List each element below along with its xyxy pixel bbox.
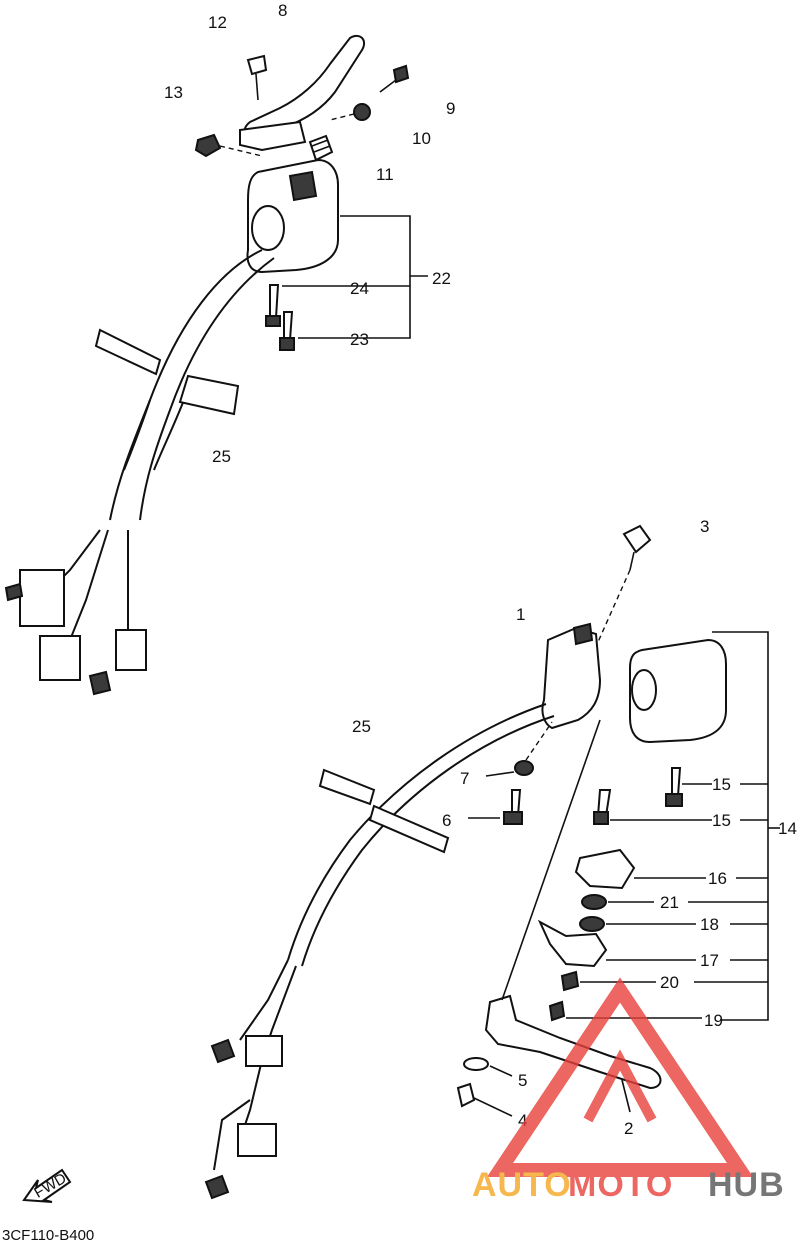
connector-upper-2 — [39, 635, 81, 681]
nut-part-10 — [353, 103, 371, 121]
connector-lower-2 — [237, 1123, 277, 1157]
callout-11: 11 — [376, 165, 394, 184]
diagram-code: 3CF110-B400 — [2, 1227, 94, 1244]
callout-15a: 15 — [712, 775, 731, 794]
callout-12: 12 — [208, 13, 227, 32]
lever-pin-part — [246, 54, 268, 76]
fwd-arrow-icon — [22, 1168, 72, 1203]
part-17 — [537, 919, 608, 968]
brake-lever-part — [243, 34, 366, 137]
part-5 — [463, 1057, 489, 1071]
watermark-text-hub: HUB — [708, 1166, 785, 1204]
callout-7: 7 — [460, 769, 469, 788]
callout-20: 20 — [660, 973, 679, 992]
cable-tie-upper — [94, 328, 162, 376]
callout-8: 8 — [278, 1, 287, 20]
callout-14: 14 — [778, 819, 797, 838]
washer-part-7 — [514, 760, 534, 776]
bolt-part-9 — [392, 64, 410, 84]
washer-part-21 — [581, 894, 607, 910]
callout-15b: 15 — [712, 811, 731, 830]
watermark-logo: AUTO MOTO HUB — [472, 977, 785, 1204]
callout-19: 19 — [704, 1011, 723, 1030]
callout-25-upper: 25 — [212, 447, 231, 466]
connector-lower-1 — [245, 1035, 283, 1067]
callout-9: 9 — [446, 99, 455, 118]
callout-5: 5 — [518, 1071, 527, 1090]
screw-part-15a — [671, 767, 682, 797]
callout-25-lower: 25 — [352, 717, 371, 736]
screw-part-24 — [269, 284, 280, 319]
part-4 — [456, 1082, 476, 1108]
connector-upper-3 — [115, 629, 147, 671]
callout-18: 18 — [700, 915, 719, 934]
washer-part-18 — [579, 916, 605, 932]
watermark-text-auto: AUTO — [472, 1166, 572, 1204]
left-switch-housing — [629, 638, 727, 744]
callout-13: 13 — [164, 83, 183, 102]
callout-16: 16 — [708, 869, 727, 888]
callout-2: 2 — [624, 1119, 633, 1138]
callout-22: 22 — [432, 269, 451, 288]
callout-10: 10 — [412, 129, 431, 148]
spring-part-11 — [308, 134, 334, 162]
connector-upper-1 — [19, 569, 65, 627]
watermark-text-moto: MOTO — [568, 1166, 673, 1204]
fwd-indicator: FWD — [22, 1168, 72, 1203]
callout-6: 6 — [442, 811, 451, 830]
cable-tie-lower — [318, 768, 376, 806]
callout-3: 3 — [700, 517, 709, 536]
callout-23: 23 — [350, 330, 369, 349]
callout-17: 17 — [700, 951, 719, 970]
upper-assembly — [4, 34, 428, 696]
part-20 — [560, 970, 580, 992]
screw-part-23 — [283, 311, 294, 341]
watermark-triangle-icon — [486, 977, 754, 1177]
callout-1: 1 — [516, 605, 525, 624]
callout-24: 24 — [350, 279, 369, 298]
screw-part-19 — [548, 1000, 566, 1022]
callout-4: 4 — [518, 1111, 527, 1130]
part-16 — [574, 848, 636, 890]
lever-holder-part — [541, 626, 602, 730]
callout-21: 21 — [660, 893, 679, 912]
screw-part-3 — [622, 524, 652, 554]
nut-part-13 — [194, 133, 222, 158]
callout-labels: 8 12 13 9 10 11 22 24 23 25 3 1 25 7 15 … — [164, 1, 797, 1138]
